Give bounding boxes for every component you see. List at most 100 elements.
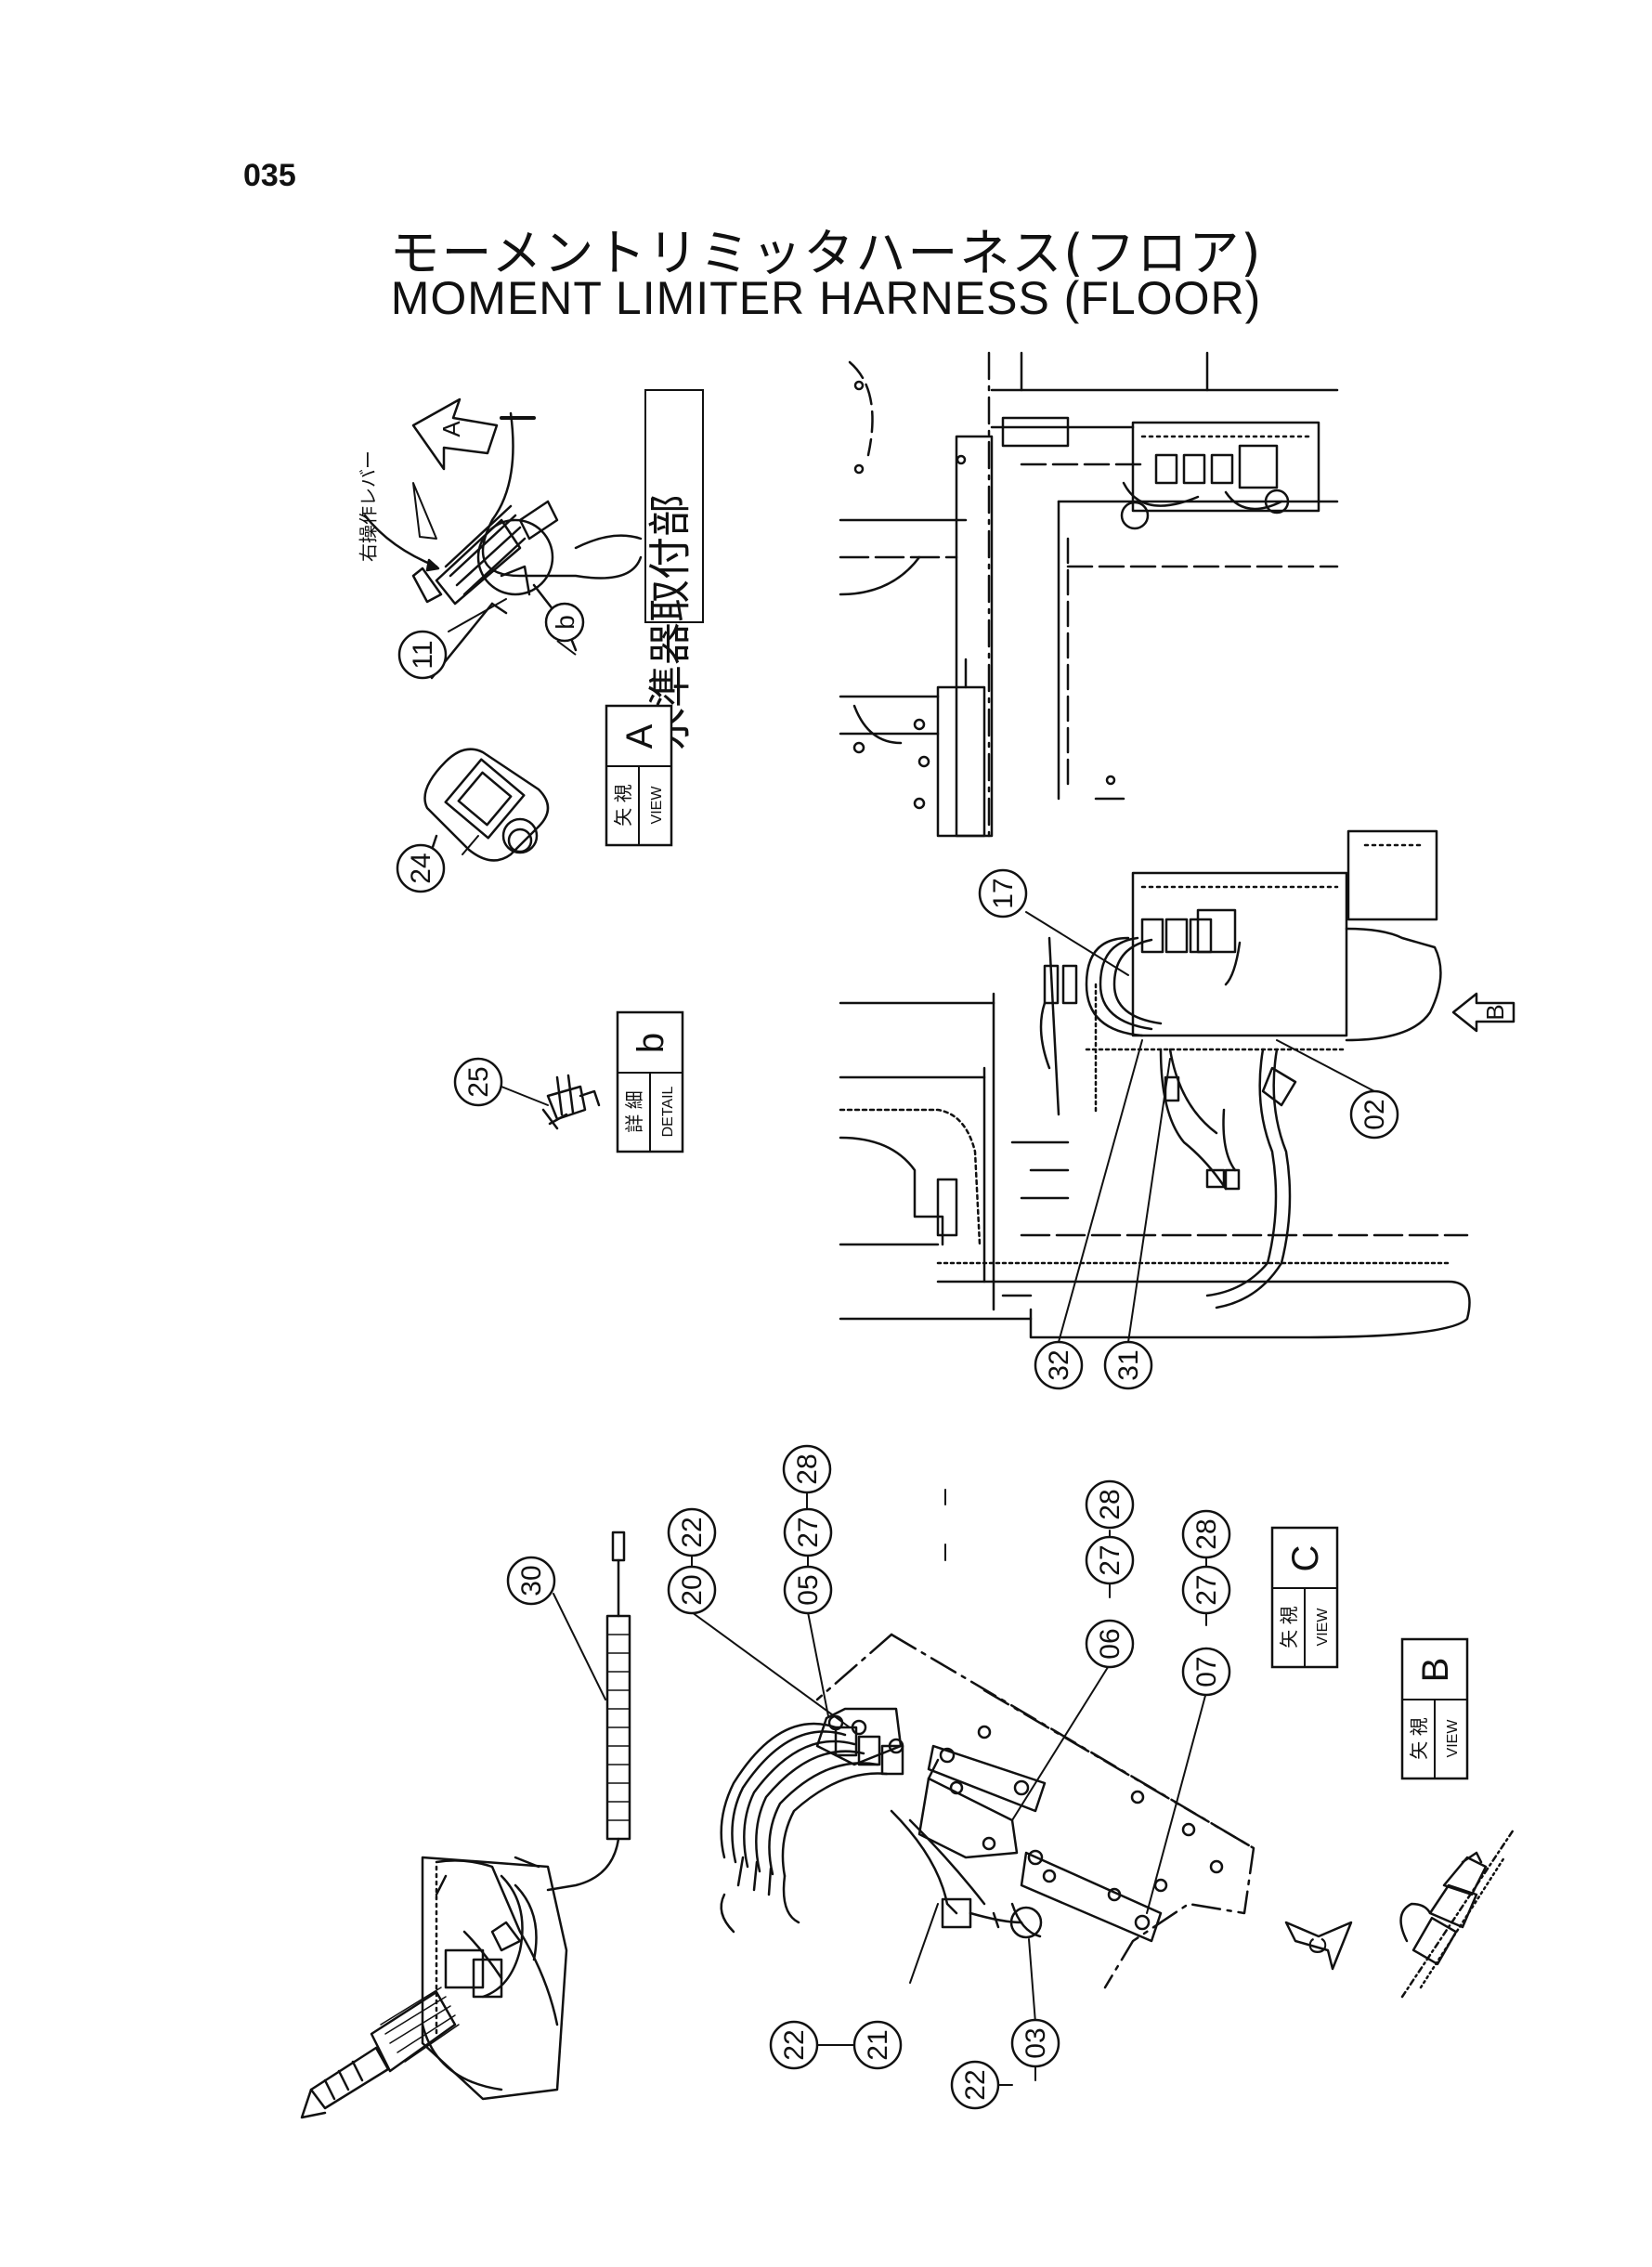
callout-c06: 06 [1085,1619,1135,1669]
arrow-b-outline [1451,992,1515,1033]
callout-circle [1181,1565,1231,1615]
callout-circle [978,868,1028,919]
callout-number: 11 [408,640,438,669]
detail-b-letter: b [631,1033,671,1053]
callout-circle [1181,1647,1231,1697]
callout-number: 30 [516,1565,547,1596]
callout-c31: 31 [1103,1340,1153,1390]
callout-circle [453,1057,503,1107]
callout-circle [1034,1340,1084,1390]
harness-routing-drawing [839,829,1471,1339]
view-c-en: VIEW [1315,1608,1331,1647]
callout-c28a: 28 [782,1444,832,1494]
view-a-jp: 矢 視 [613,784,634,827]
page-number: 035 [243,158,296,193]
leader-lines [448,598,1375,2086]
arrow-b-letter: B [1481,1004,1509,1020]
callout-c27a: 27 [783,1507,833,1557]
callout-c24: 24 [396,843,446,893]
callout-circle [1085,1535,1135,1585]
callout-circle [950,2060,1000,2110]
callout-number: 05 [793,1574,824,1605]
view-c-jp: 矢 視 [1279,1606,1300,1648]
view-c-panel-drawing [720,1633,1255,1989]
view-box-c: 矢 視 VIEW C [1270,1526,1339,1669]
callout-c05: 05 [783,1565,833,1615]
callout-circle [783,1507,833,1557]
callout-circle [782,1444,832,1494]
view-a-component [423,748,550,862]
callout-circle [1010,2018,1060,2068]
callout-number: 02 [1359,1099,1390,1129]
callout-circle [1103,1340,1153,1390]
callout-number: 06 [1095,1628,1125,1659]
callout-circle [1085,1479,1135,1530]
view-b-jp: 矢 視 [1409,1717,1430,1760]
callout-circle [769,2020,819,2070]
callout-number: 17 [988,878,1019,908]
arrow-c-letter: C [1304,1937,1332,1955]
callout-number: 27 [1095,1544,1125,1575]
callout-c28c: 28 [1181,1509,1231,1559]
callout-number: 22 [960,2069,991,2100]
floor-frame-drawing [839,351,1339,838]
detail-b-marker: b [544,602,585,656]
view-a-letter: A [619,723,660,749]
lever-detail-drawing [363,411,643,680]
callout-number: 31 [1113,1349,1144,1380]
callout-number: 27 [793,1517,824,1547]
callout-c02: 02 [1349,1089,1399,1140]
detail-b-component [541,1074,601,1130]
callout-c22b: 22 [769,2020,819,2070]
view-box-a: 矢 視 VIEW A [605,704,673,847]
callout-group: 11 24 25 17 02 32 31 30 20 22 05 27 28 06 27 28 07 27 28 22… [396,630,1399,2110]
callout-circle [1181,1509,1231,1559]
callout-number: 28 [1095,1489,1125,1519]
callout-c32: 32 [1034,1340,1084,1390]
callout-circle [1349,1089,1399,1140]
callout-circle [667,1507,717,1557]
arrow-c-outline [1284,1921,1353,1971]
view-a-en: VIEW [649,786,665,825]
callout-c03: 03 [1010,2018,1060,2068]
view-box-detail-b: 詳 細 DETAIL b [616,1010,684,1153]
callout-c20: 20 [667,1565,717,1615]
arrow-a-letter: A [437,421,465,437]
callout-c22a: 22 [667,1507,717,1557]
view-c-letter: C [1285,1545,1326,1572]
level-mount-label-box [644,389,704,623]
lever-assembly-drawing [300,1531,631,2119]
callout-c07: 07 [1181,1647,1231,1697]
detail-b-marker-letter: b [551,615,579,630]
callout-circle [852,2020,903,2070]
callout-number: 07 [1191,1656,1222,1687]
detail-b-jp: 詳 細 [624,1090,645,1133]
lever-note-label: 右操作レバー [358,450,379,562]
detail-b-en: DETAIL [660,1086,676,1137]
callout-circle [396,843,446,893]
callout-c21: 21 [852,2020,903,2070]
callout-number: 28 [792,1453,823,1484]
callout-c27b: 27 [1085,1535,1135,1585]
callout-circle [506,1556,556,1606]
callout-number: 32 [1044,1349,1074,1380]
callout-number: 20 [677,1574,708,1605]
callout-c25: 25 [453,1057,503,1107]
callout-number: 27 [1191,1574,1222,1605]
callout-circle [783,1565,833,1615]
view-b-component [1399,1828,1515,1999]
title-japanese: モーメントリミッタハーネス(フロア) [389,224,1263,282]
callout-number: 22 [779,2029,810,2060]
callout-number: 21 [863,2029,893,2060]
callout-circle [1085,1619,1135,1669]
view-box-b: 矢 視 VIEW B [1400,1637,1469,1780]
callout-circle [667,1565,717,1615]
title-english: MOMENT LIMITER HARNESS (FLOOR) [390,272,1262,324]
callout-circle [397,630,448,680]
callout-c30: 30 [506,1556,556,1606]
callout-number: 28 [1191,1518,1222,1549]
callout-c17: 17 [978,868,1028,919]
callout-number: 03 [1021,2027,1051,2058]
callout-number: 22 [677,1517,708,1547]
